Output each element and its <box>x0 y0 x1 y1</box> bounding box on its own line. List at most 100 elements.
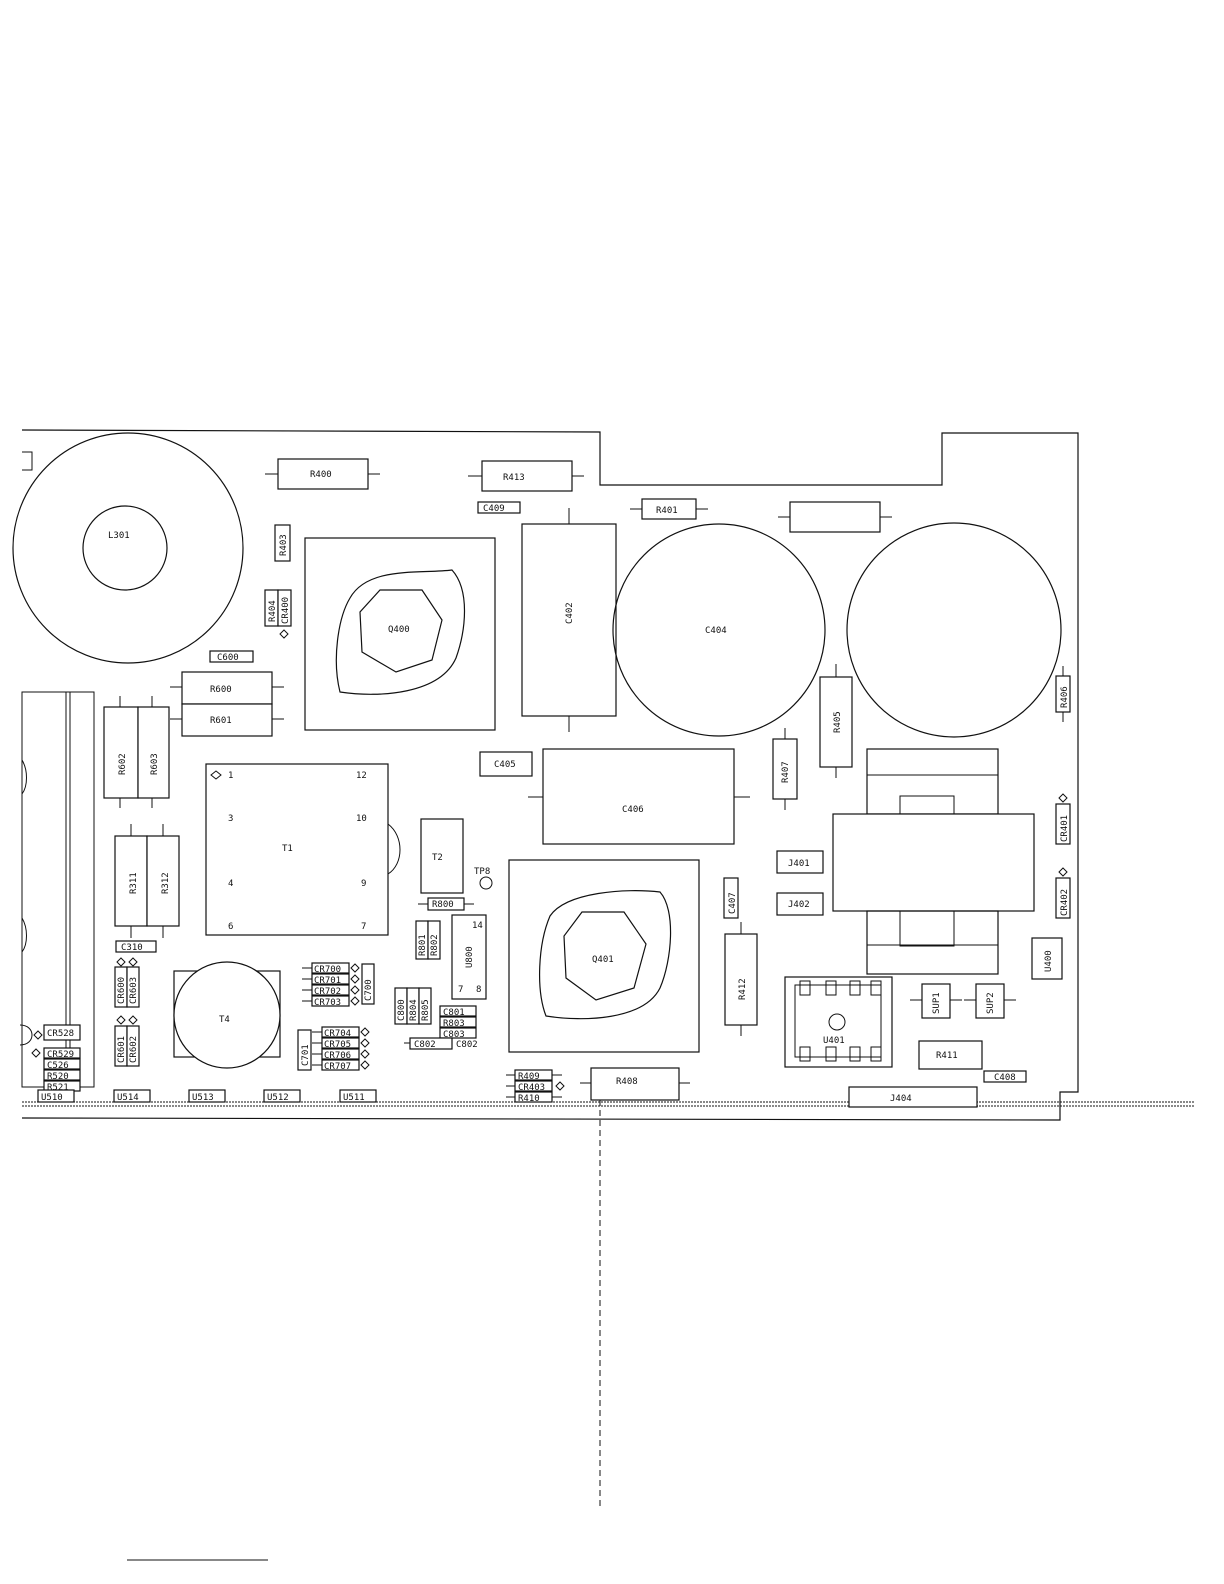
diode-cr707: CR707 <box>312 1059 370 1072</box>
label-tp8: TP8 <box>474 867 490 877</box>
label-r410: R410 <box>518 1094 540 1104</box>
transformer-t2: T2 <box>420 818 464 894</box>
label-u400: U400 <box>1044 950 1054 972</box>
resistor-r406: R406 <box>1055 666 1071 722</box>
resistor-r805: R805 <box>418 987 432 1025</box>
resistor-r602: R602 <box>103 696 139 808</box>
capacitor-c803: C803 <box>439 1027 477 1040</box>
ic-u510: U510 <box>37 1089 75 1103</box>
resistor-r801: R801 <box>415 920 429 960</box>
label-j402: J402 <box>788 900 810 910</box>
label-cr704: CR704 <box>324 1029 351 1039</box>
label-u510: U510 <box>41 1093 63 1103</box>
resistor-r413: R413 <box>468 460 584 492</box>
resistor-r802: R802 <box>427 920 441 960</box>
resistor-r403: R403 <box>274 524 291 562</box>
label-r404: R404 <box>268 600 278 622</box>
label-r407: R407 <box>781 761 791 783</box>
ic-u512: U512 <box>263 1089 301 1103</box>
resistor-unlabeled-top <box>778 501 892 533</box>
transistor-q400: Q400 <box>304 537 496 731</box>
capacitor-c408: C408 <box>983 1070 1027 1083</box>
label-t4: T4 <box>219 1015 230 1025</box>
label-u512: U512 <box>267 1093 289 1103</box>
label-r405: R405 <box>833 711 843 733</box>
label-j404: J404 <box>890 1094 912 1104</box>
diode-cr529: CR529 <box>31 1047 81 1060</box>
label-r411: R411 <box>936 1051 958 1061</box>
label-q400: Q400 <box>388 625 410 635</box>
diode-cr401: CR401 <box>1055 793 1071 845</box>
capacitor-c405: C405 <box>479 751 533 777</box>
label-r603: R603 <box>150 753 160 775</box>
label-c406: C406 <box>622 805 644 815</box>
label-cr705: CR705 <box>324 1040 351 1050</box>
capacitor-c406: C406 <box>528 748 750 845</box>
label-r601: R601 <box>210 716 232 726</box>
suppressor-sup2: SUP2 <box>964 983 1016 1019</box>
label-c600: C600 <box>217 653 239 663</box>
resistor-r603: R603 <box>137 696 170 808</box>
diode-cr603: CR603 <box>126 957 140 1008</box>
label-c802-b: C802 <box>456 1040 478 1050</box>
label-r520: R520 <box>47 1072 69 1082</box>
label-r400: R400 <box>310 470 332 480</box>
label-cr707: CR707 <box>324 1062 351 1072</box>
diode-cr702: CR702 <box>302 984 360 997</box>
label-r413: R413 <box>503 473 525 483</box>
label-r408: R408 <box>616 1077 638 1087</box>
label-sup2: SUP2 <box>986 992 996 1014</box>
capacitor-c800: C800 <box>394 987 408 1025</box>
resistor-r800: R800 <box>418 897 474 911</box>
t1-pin-7: 7 <box>361 922 366 932</box>
label-cr529: CR529 <box>47 1050 74 1060</box>
label-cr603: CR603 <box>129 977 139 1004</box>
resistor-r804: R804 <box>406 987 420 1025</box>
t1-pin-3: 3 <box>228 814 233 824</box>
resistor-r520: R520 <box>43 1069 81 1082</box>
u800-pin-8: 8 <box>476 985 481 995</box>
capacitor-c526: C526 <box>43 1058 81 1071</box>
resistor-r412: R412 <box>724 922 758 1036</box>
label-c802-a: C802 <box>414 1040 436 1050</box>
label-c407: C407 <box>728 892 738 914</box>
resistor-r400: R400 <box>265 458 380 490</box>
label-c408: C408 <box>994 1073 1016 1083</box>
label-cr700: CR700 <box>314 965 341 975</box>
label-cr703: CR703 <box>314 998 341 1008</box>
label-c526: C526 <box>47 1061 69 1071</box>
label-r403: R403 <box>279 534 289 556</box>
t1-pin-10: 10 <box>356 814 367 824</box>
capacitor-c700: C700 <box>361 963 375 1005</box>
label-r401: R401 <box>656 506 678 516</box>
label-cr602: CR602 <box>129 1036 139 1063</box>
u800-pin-14: 14 <box>472 921 483 931</box>
capacitor-c600: C600 <box>209 650 254 663</box>
capacitor-c802: C802 C802 <box>404 1037 478 1050</box>
capacitor-c404: C404 <box>612 523 826 737</box>
resistor-r405: R405 <box>819 664 853 778</box>
regulator-u401: U401 <box>784 976 893 1068</box>
label-cr706: CR706 <box>324 1051 351 1061</box>
capacitor-c310: C310 <box>115 940 157 953</box>
label-cr601: CR601 <box>117 1036 127 1063</box>
label-c800: C800 <box>397 999 407 1021</box>
diode-cr402: CR402 <box>1055 867 1071 919</box>
diode-cr704: CR704 <box>312 1026 370 1039</box>
resistor-r401: R401 <box>630 498 708 520</box>
resistor-r410: R410 <box>506 1091 562 1104</box>
label-u511: U511 <box>343 1093 365 1103</box>
label-u800: U800 <box>465 946 475 968</box>
diode-cr602: CR602 <box>126 1015 140 1067</box>
label-c803: C803 <box>443 1030 465 1040</box>
label-j401: J401 <box>788 859 810 869</box>
diode-cr403: CR403 <box>506 1080 565 1093</box>
connector-j401: J401 <box>776 850 824 874</box>
label-c310: C310 <box>121 943 143 953</box>
label-r805: R805 <box>421 999 431 1021</box>
label-r521: R521 <box>47 1083 69 1093</box>
label-cr600: CR600 <box>117 977 127 1004</box>
label-r802: R802 <box>430 934 440 956</box>
label-u401: U401 <box>823 1036 845 1046</box>
